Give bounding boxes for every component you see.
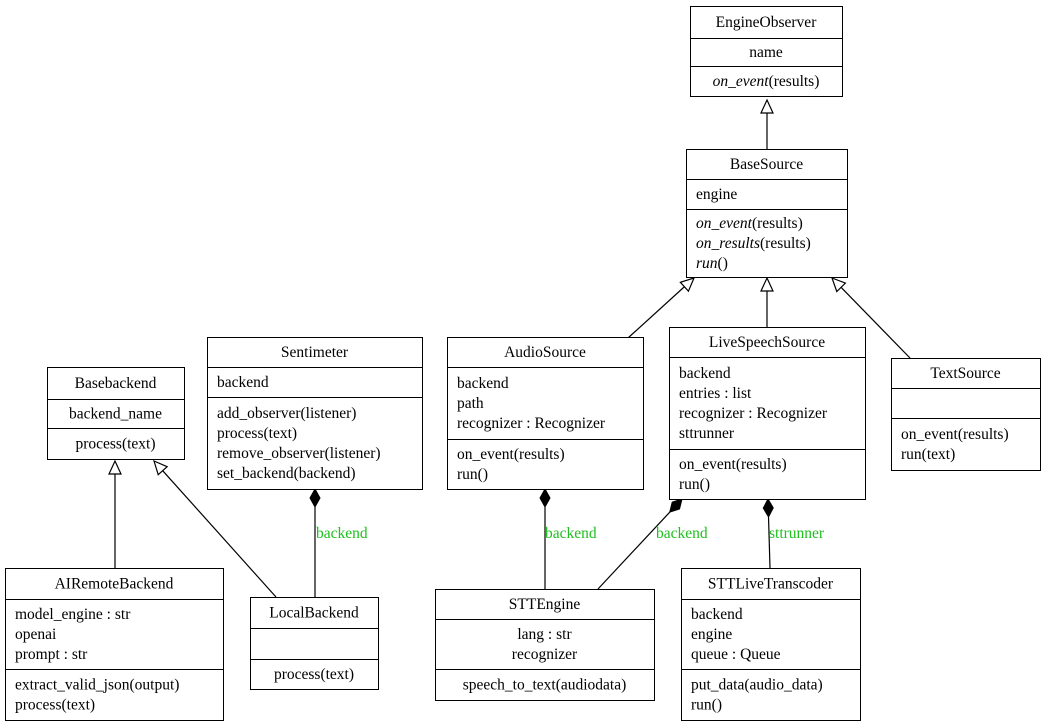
class-method: process(text) [274, 666, 354, 683]
class-method: set_backend(backend) [217, 465, 356, 482]
inheritance-arrowhead [153, 459, 169, 476]
class-box-frame [250, 597, 379, 690]
class-name: TextSource [930, 365, 1000, 382]
class-method: put_data(audio_data) [691, 677, 823, 694]
class-local-backend[interactable]: LocalBackend process(text) [250, 597, 379, 690]
class-method: add_observer(listener) [217, 405, 356, 422]
class-name: STTLiveTranscoder [708, 576, 834, 593]
class-box-frame [681, 568, 861, 721]
class-method: speech_to_text(audiodata) [463, 677, 627, 694]
class-audio-source[interactable]: AudioSource backend path recognizer : Recog… [447, 337, 644, 490]
class-name: AudioSource [504, 344, 586, 361]
class-stt-live-transcoder[interactable]: STTLiveTranscoder backend engine queue : Qu… [681, 568, 861, 721]
class-box-frame [447, 337, 644, 490]
class-attribute: backend [457, 375, 509, 392]
class-box-frame [47, 367, 185, 460]
class-text-source[interactable]: TextSource on_event(results) run(text) [891, 358, 1041, 471]
relation-edges [108, 98, 911, 598]
class-ai-remote-backend[interactable]: AIRemoteBackend model_engine : str openai p… [5, 568, 224, 721]
relation-label: backend [545, 525, 597, 542]
class-attribute: model_engine : str [15, 606, 131, 623]
composition-edge [597, 511, 671, 590]
class-box-frame [690, 6, 843, 97]
class-base-source[interactable]: BaseSource engine on_event(results) on_resu… [686, 149, 848, 278]
class-method: run() [679, 476, 710, 493]
class-box-frame [207, 337, 423, 490]
class-name: STTEngine [509, 596, 581, 613]
class-stt-engine[interactable]: STTEngine lang : str recognizer speech_to_t… [435, 589, 655, 701]
class-basebackend[interactable]: Basebackend backend_name process(text) [47, 367, 185, 460]
class-method: process(text) [15, 697, 95, 714]
inheritance-arrowhead [831, 276, 847, 293]
class-method: run(text) [901, 446, 955, 463]
class-attribute: entries : list [679, 385, 752, 402]
class-method: on_results(results) [696, 235, 811, 252]
class-method: on_event(results) [901, 426, 1009, 443]
class-name: LiveSpeechSource [709, 334, 825, 351]
class-method: extract_valid_json(output) [15, 677, 179, 694]
composition-diamond [539, 487, 551, 509]
class-name: EngineObserver [716, 14, 818, 31]
class-method: on_event(results) [457, 446, 565, 463]
class-attribute: recognizer : Recognizer [679, 405, 828, 422]
class-attribute: backend_name [69, 406, 162, 423]
relation-label: backend [316, 525, 368, 542]
class-name: Sentimeter [281, 344, 349, 361]
class-engine-observer[interactable]: EngineObserver name on_event(results) [690, 6, 843, 97]
inheritance-arrowhead [679, 277, 696, 293]
class-box-frame [686, 149, 848, 278]
inheritance-arrowhead [108, 459, 122, 475]
class-attribute: queue : Queue [691, 646, 781, 663]
composition-diamond [309, 487, 321, 509]
class-method: remove_observer(listener) [217, 445, 381, 462]
class-method: run() [691, 697, 722, 714]
class-box-frame [669, 327, 866, 500]
class-attribute: sttrunner [679, 425, 735, 442]
class-box-frame [5, 568, 224, 721]
class-live-speech-source[interactable]: LiveSpeechSource backend entries : list rec… [669, 327, 866, 500]
class-attribute: prompt : str [15, 646, 88, 663]
inheritance-edge [627, 286, 685, 339]
class-name: Basebackend [75, 375, 157, 392]
class-method: on_event(results) [679, 456, 787, 473]
class-method: on_event(results) [696, 215, 803, 232]
relation-label: sttrunner [769, 525, 825, 542]
class-attribute: lang : str [517, 626, 572, 643]
class-attribute: backend [679, 365, 731, 382]
inheritance-arrowhead [760, 276, 774, 292]
class-method: process(text) [75, 436, 155, 453]
class-name: BaseSource [730, 156, 803, 173]
composition-edge [767, 516, 771, 569]
class-method: run() [696, 255, 728, 272]
class-attribute: name [749, 44, 783, 61]
class-method: process(text) [217, 425, 297, 442]
composition-diamond [669, 498, 683, 513]
class-name: AIRemoteBackend [55, 576, 174, 593]
class-attribute: recognizer : Recognizer [457, 415, 606, 432]
class-method: on_event(results) [713, 73, 820, 90]
class-method: run() [457, 466, 488, 483]
class-attribute: backend [691, 606, 743, 623]
class-attribute: engine [691, 626, 732, 643]
class-attribute: engine [696, 186, 737, 203]
composition-diamond [762, 497, 774, 519]
class-box-frame [435, 589, 655, 701]
class-box-frame [891, 358, 1041, 471]
class-attribute: backend [217, 374, 269, 391]
class-attribute: openai [15, 626, 57, 643]
class-sentimeter[interactable]: Sentimeter backend add_observer(listener)p… [207, 337, 423, 490]
inheritance-edge [840, 286, 911, 359]
class-name: LocalBackend [269, 605, 359, 622]
relation-labels: backend backend backend sttrunner [316, 525, 825, 542]
class-boxes: EngineObservernameon_event(results)BaseS… [5, 6, 1041, 721]
inheritance-edge [162, 470, 277, 598]
class-attribute: recognizer [512, 646, 578, 663]
inheritance-arrowhead [760, 98, 774, 114]
class-attribute: path [457, 395, 484, 412]
relation-label: backend [656, 525, 708, 542]
